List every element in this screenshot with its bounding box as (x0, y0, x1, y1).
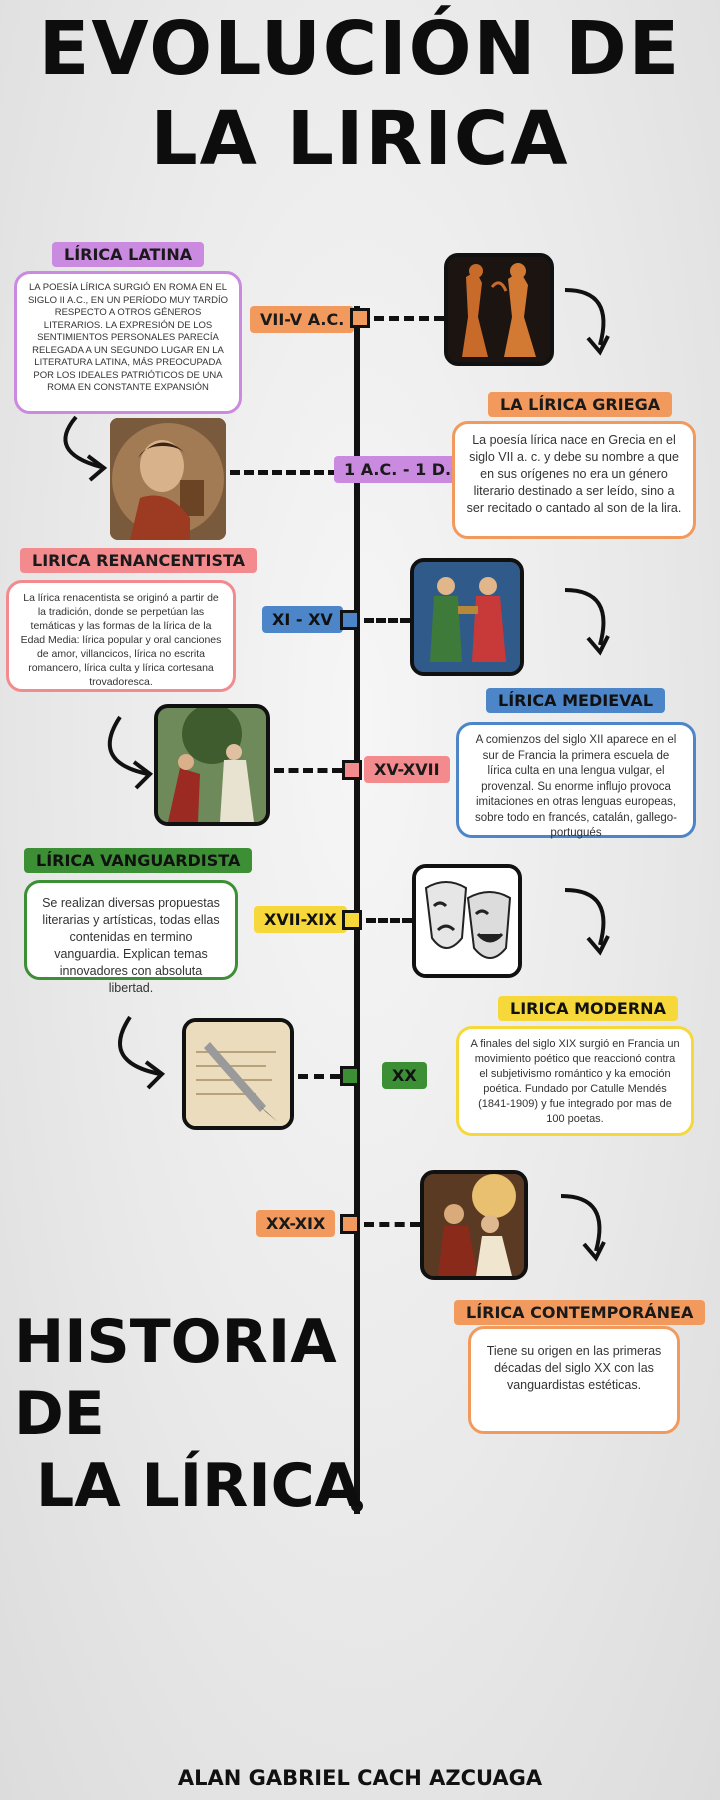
connector-1 (374, 316, 444, 321)
text-box-lirica-renancentista: La lírica renacentista se originó a part… (6, 580, 236, 692)
renaissance-scene-illustration (158, 708, 266, 822)
connector-4 (274, 768, 342, 773)
label-lirica-vanguardista: LÍRICA VANGUARDISTA (24, 848, 253, 873)
timeline-node-3 (340, 610, 360, 630)
greek-figures-image (444, 253, 554, 366)
text-box-lirica-moderna: A finales del siglo XIX surgió en Franci… (456, 1026, 694, 1136)
lirica-moderna-text: A finales del siglo XIX surgió en Franci… (470, 1038, 680, 1125)
quill-pen-illustration (186, 1022, 290, 1126)
lirica-vanguardista-text: Se realizan diversas propuestas literari… (42, 896, 220, 995)
curved-arrow-6 (118, 1015, 166, 1090)
quill-pen-image (182, 1018, 294, 1130)
text-box-lirica-contemporanea: Tiene su origen en las primeras décadas … (468, 1326, 680, 1434)
lirica-medieval-text: A comienzos del siglo XII aparece en el … (474, 734, 678, 839)
text-box-lirica-griega: La poesía lírica nace en Grecia en el si… (452, 421, 696, 539)
curved-arrow-2 (63, 415, 108, 482)
medieval-musicians-image (410, 558, 524, 676)
connector-5 (366, 918, 412, 923)
label-lirica-latina: LÍRICA LATINA (52, 242, 205, 267)
lirica-griega-text: La poesía lírica nace en Grecia en el si… (466, 433, 682, 515)
date-xx-xix: XX-XIX (256, 1210, 336, 1237)
roman-portrait-illustration (110, 418, 226, 540)
connector-2 (230, 470, 338, 475)
page-title-line-2: LA LIRICA (150, 96, 570, 182)
connector-6 (298, 1074, 340, 1079)
page-title-line-1: EVOLUCIÓN DE (38, 6, 682, 92)
label-lirica-griega: LA LÍRICA GRIEGA (488, 392, 673, 417)
contemporary-scene-image (420, 1170, 528, 1280)
lirica-contemporanea-text: Tiene su origen en las primeras décadas … (486, 1344, 662, 1392)
curved-arrow-1 (564, 288, 610, 356)
medieval-musicians-illustration (414, 562, 520, 672)
timeline-node-5 (342, 910, 362, 930)
lirica-latina-text: LA POESÍA LÍRICA SURGIÓ EN ROMA EN EL SI… (27, 282, 229, 393)
greek-figures-illustration (448, 257, 550, 362)
text-box-lirica-medieval: A comienzos del siglo XII aparece en el … (456, 722, 696, 839)
curved-arrow-5 (564, 888, 610, 956)
date-xv-xvii: XV-XVII (364, 756, 450, 783)
theater-masks-image (412, 864, 522, 978)
history-title-line-2: DE (14, 1379, 105, 1449)
curved-arrow-7 (560, 1194, 606, 1262)
curved-arrow-3 (564, 588, 610, 656)
date-xvii-xix: XVII-XIX (254, 906, 347, 933)
timeline-axis-end (351, 1500, 363, 1512)
curved-arrow-4 (107, 715, 154, 790)
theater-masks-illustration (416, 868, 518, 974)
label-lirica-contemporanea: LÍRICA CONTEMPORÁNEA (454, 1300, 706, 1325)
timeline-node-6 (340, 1066, 360, 1086)
timeline-node-7 (340, 1214, 360, 1234)
date-vii-v-ac: VII-V A.C. (250, 306, 355, 333)
date-xi-xv: XI - XV (262, 606, 343, 633)
text-box-lirica-vanguardista: Se realizan diversas propuestas literari… (24, 880, 238, 995)
connector-3 (364, 618, 410, 623)
roman-portrait-image (110, 418, 226, 540)
history-title-line-1: HISTORIA (14, 1307, 337, 1377)
label-lirica-renancentista: LIRICA RENANCENTISTA (20, 548, 258, 573)
renaissance-scene-image (154, 704, 270, 826)
connector-7 (364, 1222, 420, 1227)
timeline-node-1 (350, 308, 370, 328)
contemporary-scene-illustration (424, 1174, 524, 1276)
history-title-line-3: LA LÍRICA (36, 1451, 362, 1521)
author-name: ALAN GABRIEL CACH AZCUAGA (177, 1766, 543, 1790)
date-xx: XX (382, 1062, 427, 1089)
label-lirica-moderna: LIRICA MODERNA (498, 996, 678, 1021)
timeline-node-4 (342, 760, 362, 780)
date-1ac-1dc: 1 A.C. - 1 D.C (334, 456, 473, 483)
lirica-renancentista-text: La lírica renacentista se originó a part… (20, 592, 222, 688)
text-box-lirica-latina: LA POESÍA LÍRICA SURGIÓ EN ROMA EN EL SI… (14, 271, 242, 414)
label-lirica-medieval: LÍRICA MEDIEVAL (486, 688, 666, 713)
